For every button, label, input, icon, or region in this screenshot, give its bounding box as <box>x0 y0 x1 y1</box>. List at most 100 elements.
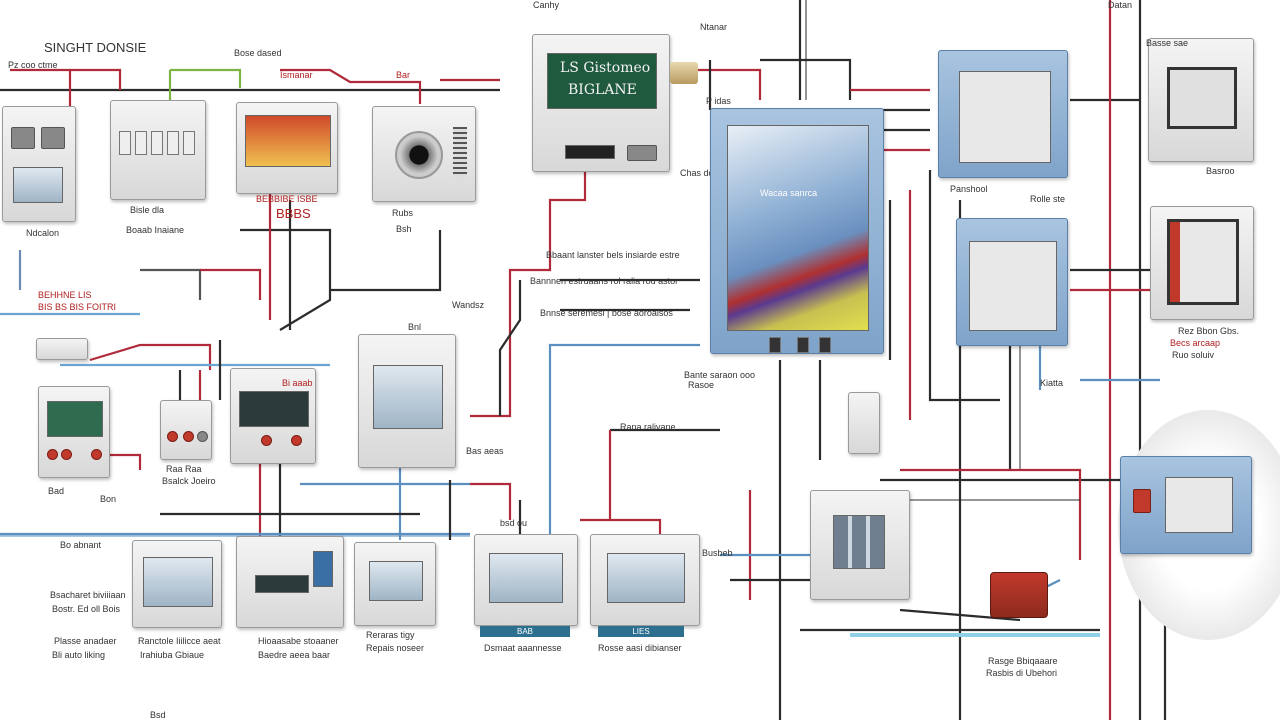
mid-label-2: BIS BS BIS FOITRI <box>38 302 117 312</box>
box-mid-label: Kiatta <box>1040 378 1064 388</box>
unit-e-label: Rosse aasi dibianser <box>598 643 682 653</box>
cabinet-switch-icon <box>769 337 781 353</box>
unit-e-tag: LIES <box>598 626 684 637</box>
small-label-c: Bon <box>100 494 117 504</box>
panel-button-icon <box>183 431 194 442</box>
control-zone-panel <box>1120 456 1252 554</box>
rt-label-2: Rolle ste <box>1030 194 1066 204</box>
bottom-unit-b-screen <box>255 575 309 593</box>
far-right-label-d: Basroo <box>1206 166 1235 176</box>
sign-box: LS Gistomeo BIGLANE <box>532 34 670 172</box>
meter-module <box>848 392 880 454</box>
row1-label-b: Boaab Inaiane <box>126 225 185 235</box>
switch-panel <box>2 106 76 222</box>
sign-line-2: BIGLANE <box>568 82 637 98</box>
main-cabinet-screen: Wacaa sanrca <box>727 125 869 331</box>
flow-label-a: Rana ralivane <box>620 422 676 432</box>
relay-panel-inner <box>959 71 1051 163</box>
breaker-panel <box>110 100 206 200</box>
bottom-unit-d-screen <box>489 553 563 603</box>
switch-display <box>13 167 63 203</box>
breaker-icon <box>151 131 163 155</box>
relay-panel <box>938 50 1068 178</box>
bottom-right-label-a: Rasge Bbiqaaare <box>988 656 1058 666</box>
lower-panel <box>810 490 910 600</box>
bottom-unit-d <box>474 534 578 626</box>
bottom-unit-c <box>354 542 436 626</box>
display-panel <box>236 102 338 194</box>
far-right-top-label: Basse sae <box>1146 38 1189 48</box>
breaker-icon <box>119 131 131 155</box>
breaker-icon <box>183 131 195 155</box>
button-panel <box>160 400 212 460</box>
bottom-unit-e-screen <box>607 553 685 603</box>
banner-tag: BBBS <box>276 206 311 221</box>
panel-a-sub: Ismanar <box>280 70 313 80</box>
note-5: Wandsz <box>452 300 485 310</box>
bottom-unit-b-meter <box>313 551 333 587</box>
bottom-unit-b <box>236 536 344 628</box>
switch-toggle-icon <box>41 127 65 149</box>
display-panel-screen <box>245 115 331 167</box>
banner-label: BEBBIBE ISBE <box>256 194 318 204</box>
left-switch-label-a: Pz coo ctme <box>8 60 58 70</box>
top-right-label: Datan <box>1108 0 1133 10</box>
unit-a-sub: Irahiuba Gbiaue <box>140 650 205 660</box>
bottom-unit-a-screen <box>143 557 213 607</box>
bottom-unit-e <box>590 534 700 626</box>
flow-label-b: Busbeb <box>702 548 733 558</box>
sign-readout <box>565 145 615 159</box>
lower-panel-screen <box>833 515 885 569</box>
bottom-left-label-3: Bostr. Ed oll Bois <box>52 604 121 614</box>
monitor-top-screen <box>1167 67 1237 129</box>
unit-button-icon <box>261 435 272 446</box>
box-top-label: Bnl <box>408 322 422 332</box>
camera-lens-icon <box>395 131 443 179</box>
side-small-label: Bas aeas <box>466 446 504 456</box>
top-mid-label-a: Canhy <box>533 0 560 10</box>
sign-screen: LS Gistomeo BIGLANE <box>547 53 657 109</box>
sign-line-1: LS Gistomeo <box>560 60 651 76</box>
far-right-label-a: Rez Bbon Gbs. <box>1178 326 1240 336</box>
breaker-icon <box>135 131 147 155</box>
panel-button-icon <box>197 431 208 442</box>
unit-d-label: Dsmaat aaannesse <box>484 643 562 653</box>
control-zone-button-icon <box>1133 489 1151 513</box>
ch-label: Chas dos <box>680 168 719 178</box>
breaker-icon <box>167 131 179 155</box>
note-3: Bnnse seremesl | bose aoroalsos <box>540 308 673 318</box>
left-switch-label-b: Ndcalon <box>26 228 60 238</box>
switch-toggle-icon <box>11 127 35 149</box>
camera-label: Rubs <box>392 208 414 218</box>
controller-button-icon <box>61 449 72 460</box>
sign-button-icon <box>627 145 657 161</box>
mid-label-r: Bi aaab <box>282 378 313 388</box>
panel-a-label: Bose dased <box>234 48 282 58</box>
pump-icon <box>990 572 1048 618</box>
rt-label-1: Panshool <box>950 184 988 194</box>
far-right-label-c: Ruo soluiv <box>1172 350 1215 360</box>
monitor-top <box>1148 38 1254 162</box>
diagram-title: SINGHT DONSIE <box>44 40 147 55</box>
cabinet-switch-icon <box>797 337 809 353</box>
unit-button-icon <box>291 435 302 446</box>
main-cabinet-screen-text: Wacaa sanrca <box>760 188 818 198</box>
mid-small-label: bsd ou <box>500 518 528 528</box>
far-right-label-b: Becs arcaap <box>1170 338 1221 348</box>
cabinet-switch-icon <box>819 337 831 353</box>
unit-c-label: Reraras tigy <box>366 630 415 640</box>
monitor-mid <box>1150 206 1254 320</box>
mid-label-1: BEHHNE LIS <box>38 290 92 300</box>
unit-a-label: Ranctole Iiilicce aeat <box>138 636 221 646</box>
bottom-left-label-5: Bli auto liking <box>52 650 106 660</box>
mid-row-label-a: Raa Raa <box>166 464 202 474</box>
top-mid-label-b: Ntanar <box>700 22 728 32</box>
control-box <box>358 334 456 468</box>
note-2: Bannnen estruaans rol ralia rou astor <box>530 276 679 286</box>
breaker-cabinet <box>956 218 1068 346</box>
small-label-b: Bad <box>48 486 65 496</box>
pid-block <box>36 338 88 360</box>
breaker-cabinet-inner <box>969 241 1057 331</box>
display-unit <box>230 368 316 464</box>
bottom-left-label-4: Plasse anadaer <box>54 636 117 646</box>
